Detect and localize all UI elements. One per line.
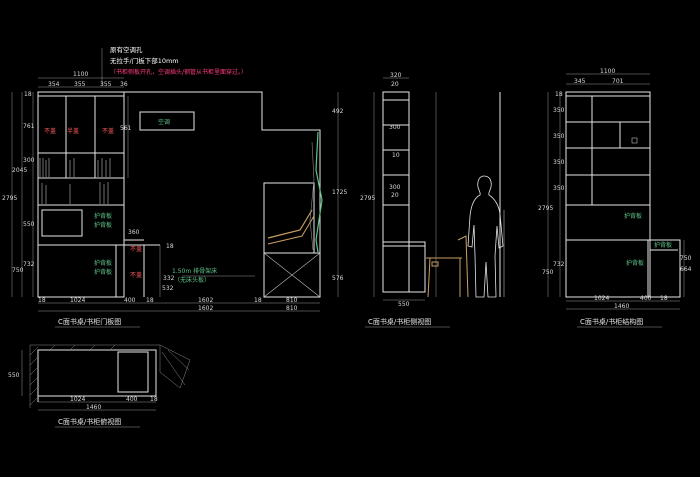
struct-dim-350a: 350 [553, 107, 565, 114]
side-dim-20b: 20 [391, 192, 399, 199]
structure-view: 护背板 护背板 护背板 1100 345 701 18 350 350 350 … [538, 68, 692, 328]
dim-l-300: 300 [23, 157, 35, 164]
dim-576: 576 [332, 275, 344, 282]
label-bujing-4: 不盖 [130, 271, 142, 279]
struct-dim-r-750: 750 [680, 255, 692, 262]
dim-360: 360 [128, 229, 140, 236]
dim-b-18b: 18 [146, 297, 154, 304]
dim-18-mid: 18 [166, 243, 174, 250]
front-view-title: C面书桌/书柜门板图 [58, 317, 121, 326]
dim-355b: 355 [100, 81, 112, 88]
struct-dim-18: 18 [555, 91, 563, 98]
side-dim-300b: 300 [389, 184, 401, 191]
label-bujing-2: 不盖 [102, 127, 114, 135]
struct-dim-350d: 350 [553, 185, 565, 192]
struct-dim-750: 750 [542, 269, 554, 276]
front-view: 不盖 半盖 不盖 不盖 不盖 护背板 护背板 护背板 护背板 空调 1.50m … [2, 71, 347, 328]
label-houbei-2: 护背板 [94, 221, 112, 229]
notes-block: 原有空调孔 无拉手/门板下部10mm （书柜侧板开孔，空调插头/钢管从书柜里面穿… [101, 45, 247, 86]
side-view-title: C面书桌/书柜侧视图 [368, 317, 431, 326]
bed-label-1: 1.50m 排骨架床 [172, 267, 217, 275]
plan-dim-400: 400 [126, 396, 138, 403]
dim-l-761: 761 [23, 123, 35, 130]
dim-b-18: 18 [38, 297, 46, 304]
side-dim-10: 10 [392, 152, 400, 159]
dim-332: 332 [163, 275, 175, 282]
ac-label: 空调 [158, 118, 170, 126]
dim-l-732: 732 [23, 261, 35, 268]
struct-dim-400: 400 [640, 295, 652, 302]
books [39, 158, 111, 204]
struct-dim-2795: 2795 [538, 205, 553, 212]
dim-b-810: 810 [286, 297, 298, 304]
dim-l-2045: 2045 [12, 167, 27, 174]
dim-b-400: 400 [124, 297, 136, 304]
side-dim-550: 550 [398, 301, 410, 308]
dim-l-2795: 2795 [2, 195, 17, 202]
dim-355a: 355 [74, 81, 86, 88]
struct-houbei-3: 护背板 [626, 259, 644, 267]
note-line1: 原有空调孔 [110, 45, 143, 54]
plan-dim-550: 550 [8, 372, 20, 379]
chair [426, 235, 469, 298]
struct-dim-701: 701 [612, 78, 624, 85]
struct-dim-1460: 1460 [614, 303, 629, 310]
dim-l-550: 550 [23, 221, 35, 228]
dim-b-1602: 1602 [198, 297, 213, 304]
bed-label-2: （无床头板） [174, 276, 210, 284]
plan-view-title: C面书桌/书柜俯视图 [58, 417, 121, 426]
dim-354: 354 [48, 81, 60, 88]
struct-dim-350c: 350 [553, 159, 565, 166]
label-bujing-1: 不盖 [44, 127, 56, 135]
dim-36: 36 [120, 81, 128, 88]
dim-l-18: 18 [24, 91, 32, 98]
side-dim-300a: 300 [389, 124, 401, 131]
dim-b-18c: 18 [254, 297, 262, 304]
side-dim-2795: 2795 [360, 195, 375, 202]
struct-dim-r-664: 664 [680, 266, 692, 273]
dim-b-1602b: 1602 [198, 305, 213, 312]
label-houbei-3: 护背板 [94, 259, 112, 267]
label-bangai: 半盖 [67, 127, 79, 135]
struct-view-title: C面书桌/书柜结构图 [580, 317, 643, 326]
plan-dim-1024: 1024 [70, 396, 85, 403]
dim-b-1024: 1024 [70, 297, 85, 304]
plan-dim-1460: 1460 [86, 404, 101, 411]
side-dim-320: 320 [390, 72, 402, 79]
struct-dim-345: 345 [574, 78, 586, 85]
note-line3: （书柜侧板开孔，空调插头/钢管从书柜里面穿过。） [110, 68, 247, 76]
struct-dim-1100: 1100 [600, 68, 615, 75]
dim-561: 561 [120, 125, 132, 132]
struct-houbei-2: 护背板 [654, 241, 672, 249]
struct-houbei-1: 护背板 [624, 212, 642, 220]
side-view: 320 20 300 10 300 20 2795 550 C面书桌/书柜侧视图 [360, 72, 505, 328]
dim-b-810b: 810 [286, 305, 298, 312]
dim-492: 492 [332, 108, 344, 115]
side-dim-20: 20 [391, 81, 399, 88]
wall-hatch [29, 344, 116, 406]
dim-l-750: 750 [12, 267, 24, 274]
struct-dim-732: 732 [553, 261, 565, 268]
dim-1100: 1100 [73, 71, 88, 78]
label-houbei-1: 护背板 [94, 212, 112, 220]
note-line2: 无拉手/门板下部10mm [110, 56, 179, 65]
dim-532: 532 [162, 285, 174, 292]
person-silhouette [467, 175, 504, 298]
plan-dim-18: 18 [150, 396, 158, 403]
struct-dim-350b: 350 [553, 133, 565, 140]
label-houbei-4: 护背板 [94, 268, 112, 276]
struct-dim-b-18: 18 [660, 295, 668, 302]
label-bujing-3: 不盖 [130, 245, 142, 253]
struct-dim-1024: 1024 [594, 295, 609, 302]
dim-1725: 1725 [332, 189, 347, 196]
plan-view: 550 1024 400 18 1460 C面书桌/书柜俯视图 [8, 344, 191, 428]
